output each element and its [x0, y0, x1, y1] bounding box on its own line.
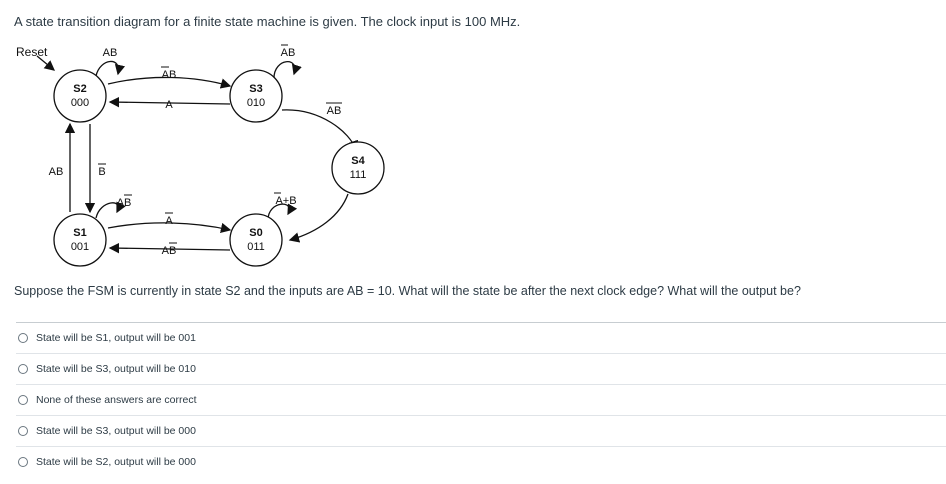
reset-label: Reset	[16, 45, 48, 59]
label-s2-self: AB	[103, 47, 118, 59]
state-s1-output: 001	[71, 241, 89, 253]
label-s2-to-s3: AB	[162, 69, 177, 81]
state-s0-output: 011	[247, 241, 265, 253]
label-s1-to-s2: AB	[49, 166, 64, 178]
answer-option-2[interactable]: State will be S3, output will be 010	[16, 353, 946, 384]
label-s2-to-s1: B	[98, 166, 105, 178]
radio-button[interactable]	[18, 457, 28, 467]
state-s0: S0 011	[229, 213, 283, 267]
edge-s4-to-s0	[288, 193, 349, 243]
edge-s3-to-s2	[108, 96, 231, 108]
radio-button[interactable]	[18, 364, 28, 374]
answer-label: State will be S3, output will be 010	[36, 363, 196, 375]
answer-option-4[interactable]: State will be S3, output will be 000	[16, 415, 946, 446]
state-s2-output: 000	[71, 97, 89, 109]
s3-self-loop	[273, 61, 302, 79]
state-s1-name: S1	[73, 227, 86, 239]
state-s2: S2 000	[53, 69, 107, 123]
answer-label: State will be S2, output will be 000	[36, 456, 196, 468]
edge-s1-to-s0	[107, 222, 232, 234]
state-s4-name: S4	[351, 155, 365, 167]
state-s4: S4 111	[331, 141, 385, 195]
question-intro: A state transition diagram for a finite …	[14, 14, 521, 29]
label-s0-to-s1: AB	[162, 245, 177, 257]
answer-label: None of these answers are correct	[36, 394, 197, 406]
state-s0-name: S0	[249, 227, 262, 239]
answer-option-3[interactable]: None of these answers are correct	[16, 384, 946, 415]
state-s3: S3 010	[229, 69, 283, 123]
label-s3-self: AB	[281, 47, 296, 59]
s2-self-loop	[95, 60, 126, 77]
state-s1: S1 001	[53, 213, 107, 267]
answer-label: State will be S3, output will be 000	[36, 425, 196, 437]
label-s0-self: A+B	[275, 195, 296, 207]
state-s3-output: 010	[247, 97, 265, 109]
label-s1-self: AB	[117, 197, 132, 209]
state-s2-name: S2	[73, 83, 86, 95]
edge-s3-to-s4	[281, 109, 359, 152]
state-s4-output: 111	[350, 169, 367, 181]
edge-s2-to-s3	[107, 76, 232, 89]
answer-option-1[interactable]: State will be S1, output will be 001	[16, 322, 946, 353]
label-s3-to-s2: A	[165, 99, 173, 111]
state-diagram: Reset S2 000 S3 010 S4 111 S1 001 S0 011	[16, 44, 385, 267]
answer-option-5[interactable]: State will be S2, output will be 000	[16, 446, 946, 477]
s1-self-loop	[95, 201, 126, 219]
label-s3-to-s4: AB	[327, 105, 342, 117]
radio-button[interactable]	[18, 333, 28, 343]
answer-choices: State will be S1, output will be 001 Sta…	[16, 322, 946, 477]
reset-arrow	[36, 55, 56, 71]
radio-button[interactable]	[18, 426, 28, 436]
label-s1-to-s0: A	[165, 215, 173, 227]
question-prompt: Suppose the FSM is currently in state S2…	[14, 284, 801, 298]
radio-button[interactable]	[18, 395, 28, 405]
edge-s0-to-s1	[108, 242, 231, 254]
state-s3-name: S3	[249, 83, 262, 95]
s0-self-loop	[267, 203, 298, 221]
answer-label: State will be S1, output will be 001	[36, 332, 196, 344]
